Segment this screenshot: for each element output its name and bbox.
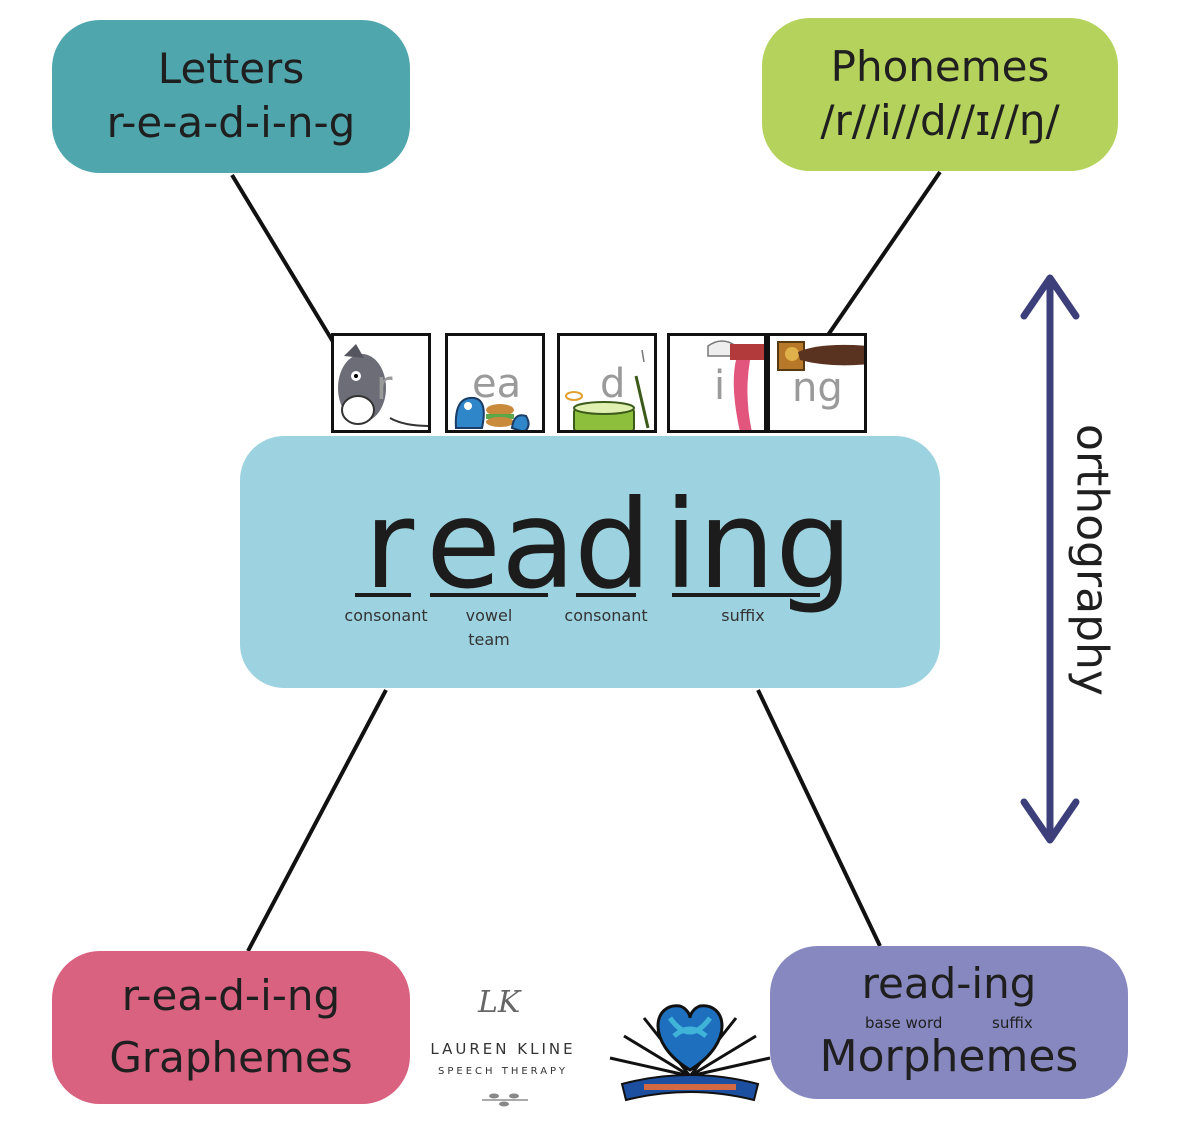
phonemes-box: Phonemes /r//i//d//ɪ//ŋ/ <box>762 18 1118 171</box>
connector-letters <box>230 173 337 347</box>
underline-r <box>355 593 411 597</box>
morphemes-suffix-label: suffix <box>992 1014 1033 1032</box>
card-letter: i <box>714 363 726 409</box>
graphemes-title: Graphemes <box>109 1033 353 1082</box>
underline-d <box>576 593 636 597</box>
graphemes-value: r-ea-d-i-ng <box>121 971 341 1020</box>
morphemes-base-label: base word <box>865 1014 943 1032</box>
segment-ea: ea <box>426 474 576 616</box>
lauren-kline-name: LAUREN KLINE <box>430 1040 576 1058</box>
phonemes-title: Phonemes <box>830 42 1050 91</box>
morphemes-box: read-ing base word suffix Morphemes <box>770 946 1128 1099</box>
connector-morphemes <box>756 689 882 947</box>
sprig-icon <box>482 1093 528 1107</box>
underline-ing <box>672 593 820 597</box>
drum-icon <box>565 349 650 430</box>
card-letter: r <box>376 363 393 409</box>
label-vowel-team: vowel team <box>465 606 513 649</box>
grapheme-card-r: r <box>331 333 431 433</box>
dog-icon <box>338 344 428 427</box>
gum-icon <box>707 340 764 430</box>
letters-box: Letters r-e-a-d-i-n-g <box>52 20 410 173</box>
graphemes-box: r-ea-d-i-ng Graphemes <box>52 951 410 1104</box>
speech-to-the-core-logo <box>609 1004 771 1102</box>
center-word-box: r ea d ing consonant vowel team consonan… <box>240 436 940 688</box>
label-consonant-2: consonant <box>564 606 648 625</box>
letters-value: r-e-a-d-i-n-g <box>106 98 356 147</box>
eating-icon <box>454 396 530 430</box>
card-letter: ea <box>472 361 522 407</box>
segment-ing: ing <box>664 474 853 616</box>
lauren-kline-subtitle: SPEECH THERAPY <box>438 1066 568 1077</box>
card-letter: ng <box>792 365 843 411</box>
orthography-arrow <box>1020 274 1080 844</box>
underline-ea <box>430 593 548 597</box>
card-letter: d <box>600 361 626 407</box>
connector-graphemes <box>246 689 388 952</box>
morphemes-value: read-ing <box>861 959 1037 1008</box>
letters-title: Letters <box>157 44 305 93</box>
phonemes-value: /r//i//d//ɪ//ŋ/ <box>820 96 1060 145</box>
grapheme-card-d: d <box>557 333 657 433</box>
orthography-label: orthography <box>1066 424 1118 696</box>
grapheme-card-ng: ng <box>767 333 867 433</box>
segment-r: r <box>364 474 415 616</box>
doorbell-icon <box>777 341 864 371</box>
connector-phonemes <box>826 170 942 337</box>
label-suffix: suffix <box>721 606 765 625</box>
label-consonant-1: consonant <box>344 606 428 625</box>
lauren-kline-logo-mark: LK <box>478 985 521 1020</box>
grapheme-card-ea: ea <box>445 333 545 433</box>
morphemes-title: Morphemes <box>819 1031 1079 1082</box>
segment-d: d <box>574 474 652 616</box>
grapheme-card-i: i <box>667 333 767 433</box>
